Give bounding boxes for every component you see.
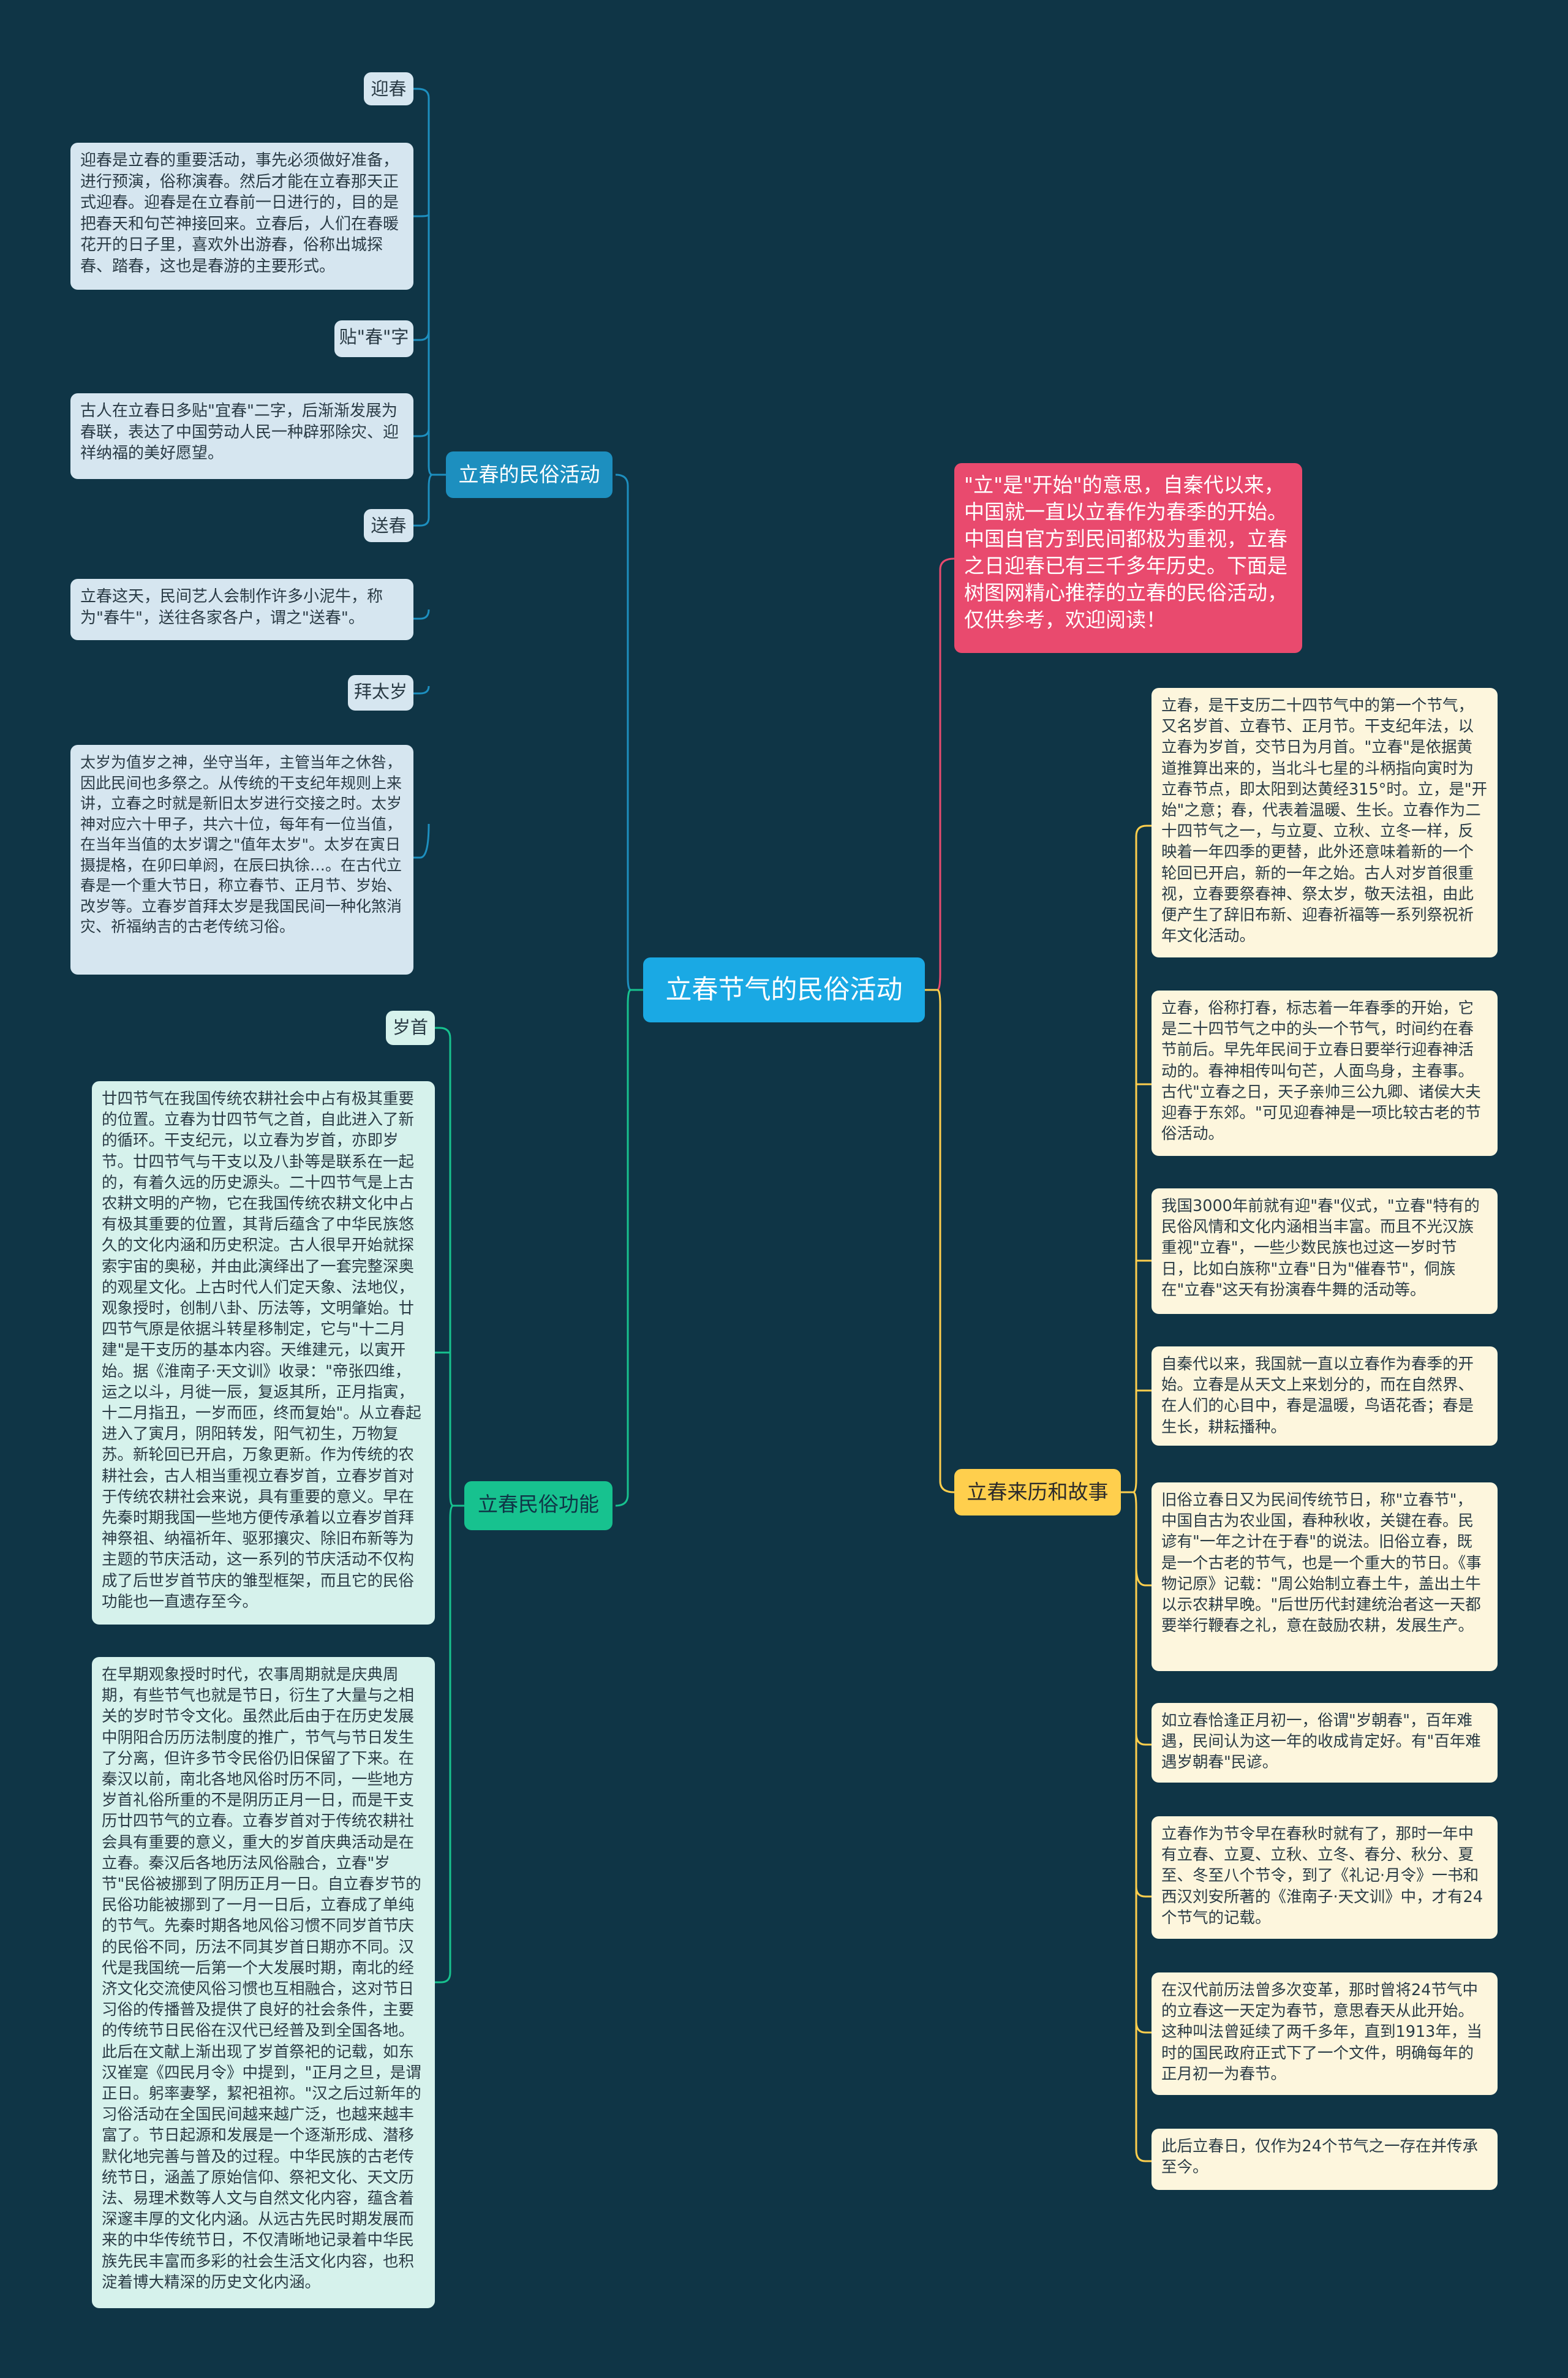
text-history-7[interactable]: 立春作为节令早在春秋时就有了，那时一年中有立春、立夏、立秋、立冬、春分、秋分、夏… — [1152, 1816, 1498, 1939]
branch-functions[interactable]: 立春民俗功能 — [464, 1481, 612, 1530]
text-history-4[interactable]: 自秦代以来，我国就一直以立春作为春季的开始。立春是从天文上来划分的，而在自然界、… — [1152, 1346, 1498, 1446]
text-worship-taisui[interactable]: 太岁为值岁之神，坐守当年，主管当年之休咎，因此民间也多祭之。从传统的干支纪年规则… — [70, 745, 413, 975]
tag-worship-taisui[interactable]: 拜太岁 — [348, 675, 413, 711]
text-history-9[interactable]: 此后立春日，仅作为24个节气之一存在并传承至今。 — [1152, 2129, 1498, 2190]
tag-paste-chun[interactable]: 贴"春"字 — [334, 320, 413, 357]
text-history-6[interactable]: 如立春恰逢正月初一，俗谓"岁朝春"，百年难遇，民间认为这一年的收成肯定好。有"百… — [1152, 1703, 1498, 1783]
tag-year-start[interactable]: 岁首 — [386, 1011, 435, 1045]
text-history-1[interactable]: 立春，是干支历二十四节气中的第一个节气，又名岁首、立春节、正月节。干支纪年法，以… — [1152, 688, 1498, 957]
text-send-spring[interactable]: 立春这天，民间艺人会制作许多小泥牛，称为"春牛"，送往各家各户，谓之"送春"。 — [70, 579, 413, 640]
text-history-8[interactable]: 在汉代前历法曾多次变革，那时曾将24节气中的立春这一天定为春节，意思春天从此开始… — [1152, 1972, 1498, 2095]
text-welcome-spring[interactable]: 迎春是立春的重要活动，事先必须做好准备，进行预演，俗称演春。然后才能在立春那天正… — [70, 143, 413, 290]
tag-welcome-spring[interactable]: 迎春 — [364, 72, 413, 105]
text-history-2[interactable]: 立春，俗称打春，标志着一年春季的开始，它是二十四节气之中的头一个节气，时间约在春… — [1152, 991, 1498, 1156]
branch-history[interactable]: 立春来历和故事 — [954, 1469, 1121, 1516]
text-functions-2[interactable]: 在早期观象授时时代，农事周期就是庆典周期，有些节气也就是节日，衍生了大量与之相关… — [92, 1657, 435, 2308]
text-paste-chun[interactable]: 古人在立春日多贴"宜春"二字，后渐渐发展为春联，表达了中国劳动人民一种辟邪除灾、… — [70, 393, 413, 479]
text-history-5[interactable]: 旧俗立春日又为民间传统节日，称"立春节"，中国自古为农业国，春种秋收，关键在春。… — [1152, 1482, 1498, 1671]
center-topic[interactable]: 立春节气的民俗活动 — [643, 957, 925, 1022]
intro-note[interactable]: "立"是"开始"的意思，自秦代以来，中国就一直以立春作为春季的开始。中国自官方到… — [954, 463, 1302, 653]
tag-send-spring[interactable]: 送春 — [364, 509, 413, 542]
text-functions-1[interactable]: 廿四节气在我国传统农耕社会中占有极其重要的位置。立春为廿四节气之首，自此进入了新… — [92, 1081, 435, 1625]
text-history-3[interactable]: 我国3000年前就有迎"春"仪式，"立春"特有的民俗风情和文化内涵相当丰富。而且… — [1152, 1188, 1498, 1314]
branch-customs[interactable]: 立春的民俗活动 — [446, 451, 612, 498]
